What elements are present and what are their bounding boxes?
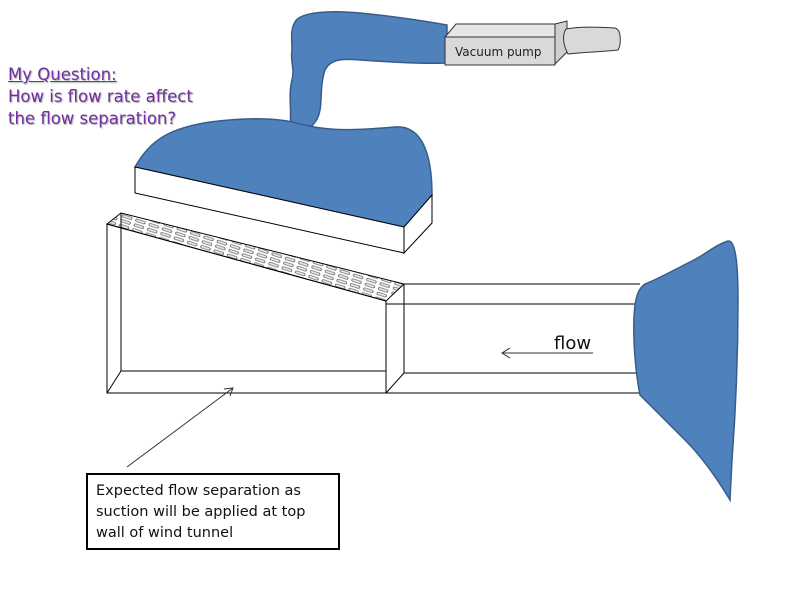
diffuser-bottom-edge [106,370,122,394]
callout-arrow [126,387,234,468]
test-section-corner [385,372,405,394]
blower-inlet [633,240,739,503]
vacuum-pump-top [443,23,556,38]
vacuum-pump-handle [563,26,621,55]
vacuum-pump-label: Vacuum pump [455,45,542,59]
vacuum-pump-front [444,36,556,66]
suction-head-side [403,193,433,255]
flow-arrow [501,347,593,359]
question-title: My Question: [8,65,117,84]
flow-label: flow [554,333,592,354]
research-question: My Question: How is flow rate affect the… [8,64,198,130]
separation-note-box: Expected flow separation as suction will… [86,473,340,550]
question-body: How is flow rate affect the flow separat… [8,87,193,128]
separation-note-text: Expected flow separation as suction will… [96,483,306,541]
vacuum-hose [289,11,448,127]
